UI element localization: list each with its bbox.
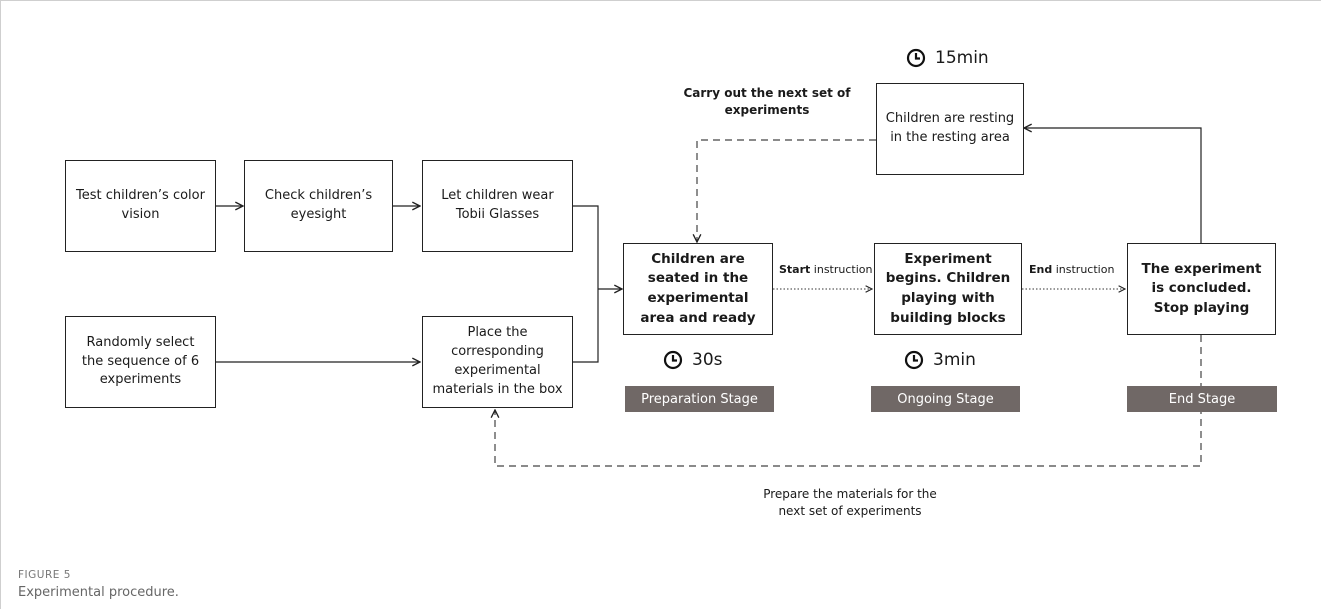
- box-experiment-begins: Experiment begins. Children playing with…: [874, 243, 1022, 335]
- figure-caption: Experimental procedure.: [18, 585, 179, 600]
- label-prepare-materials: Prepare the materials for the next set o…: [763, 487, 937, 519]
- label-end-instruction: End instruction: [1029, 263, 1115, 276]
- box-seated: Children are seated in the experimental …: [623, 243, 773, 335]
- stage-ongoing: Ongoing Stage: [871, 386, 1020, 412]
- box-resting: Children are resting in the resting area: [876, 83, 1024, 175]
- timer-prep: 30s: [663, 350, 723, 370]
- box-color-vision: Test children’s color vision: [65, 160, 216, 252]
- timer-prep-value: 30s: [692, 350, 723, 370]
- timer-ongoing-value: 3min: [933, 350, 976, 370]
- timer-rest: 15min: [906, 48, 989, 68]
- box-random-select: Randomly select the sequence of 6 experi…: [65, 316, 216, 408]
- label-next-set: Carry out the next set of experiments: [683, 86, 851, 118]
- merge-from-tobii: [573, 205, 599, 363]
- box-eyesight: Check children’s eyesight: [244, 160, 393, 252]
- figure-number: FIGURE 5: [18, 569, 71, 581]
- stage-end: End Stage: [1127, 386, 1277, 412]
- box-concluded: The experiment is concluded. Stop playin…: [1127, 243, 1276, 335]
- timer-rest-value: 15min: [935, 48, 989, 68]
- label-start-instruction: Start instruction: [779, 263, 873, 276]
- box-tobii: Let children wear Tobii Glasses: [422, 160, 573, 252]
- clock-icon: [663, 350, 683, 370]
- box-place-materials: Place the corresponding experimental mat…: [422, 316, 573, 408]
- stage-preparation: Preparation Stage: [625, 386, 774, 412]
- clock-icon: [906, 48, 926, 68]
- arrow-concluded-to-resting: [1024, 128, 1202, 243]
- arrow-concluded-to-place: [495, 335, 1202, 467]
- timer-ongoing: 3min: [904, 350, 976, 370]
- clock-icon: [904, 350, 924, 370]
- arrow-resting-to-seated: [697, 139, 876, 242]
